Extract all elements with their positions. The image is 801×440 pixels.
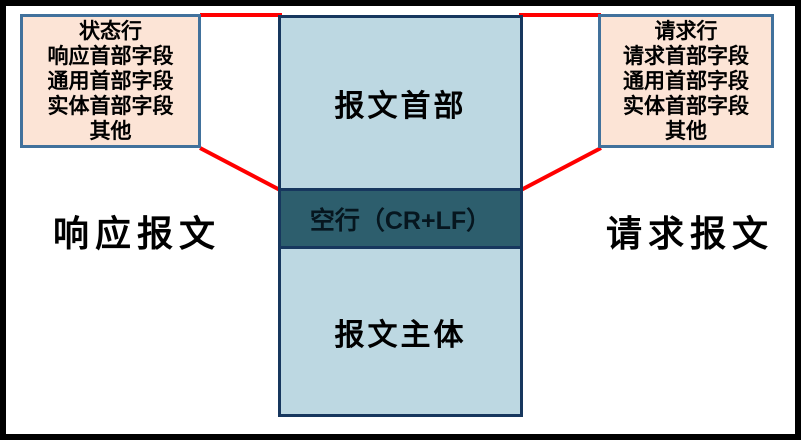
request-field-line: 实体首部字段 (623, 94, 749, 118)
response-fields-box: 状态行 响应首部字段 通用首部字段 实体首部字段 其他 (20, 14, 201, 148)
empty-line-label: 空行（CR+LF） (309, 206, 492, 235)
request-field-line: 请求首部字段 (623, 44, 749, 68)
request-message-label: 请求报文 (606, 213, 775, 254)
request-fields-box: 请求行 请求首部字段 通用首部字段 实体首部字段 其他 (598, 14, 774, 148)
request-field-line: 通用首部字段 (623, 69, 749, 93)
response-field-line: 其他 (89, 119, 132, 143)
empty-line-section: 空行（CR+LF） (281, 188, 520, 249)
connector-left-diagonal (199, 146, 281, 192)
message-header-section: 报文首部 (281, 18, 520, 188)
message-header-label: 报文首部 (334, 90, 467, 123)
response-field-line: 响应首部字段 (47, 44, 174, 68)
message-structure-column: 报文首部 空行（CR+LF） 报文主体 (278, 15, 523, 417)
message-body-label: 报文主体 (334, 318, 467, 352)
response-field-line: 状态行 (79, 19, 142, 43)
response-message-label: 响应报文 (53, 213, 222, 254)
connector-right-diagonal (520, 146, 602, 192)
request-field-line: 其他 (665, 119, 707, 143)
response-field-line: 实体首部字段 (47, 94, 174, 118)
request-field-line: 请求行 (654, 19, 718, 43)
message-body-section: 报文主体 (281, 249, 520, 414)
response-field-line: 通用首部字段 (47, 69, 174, 93)
